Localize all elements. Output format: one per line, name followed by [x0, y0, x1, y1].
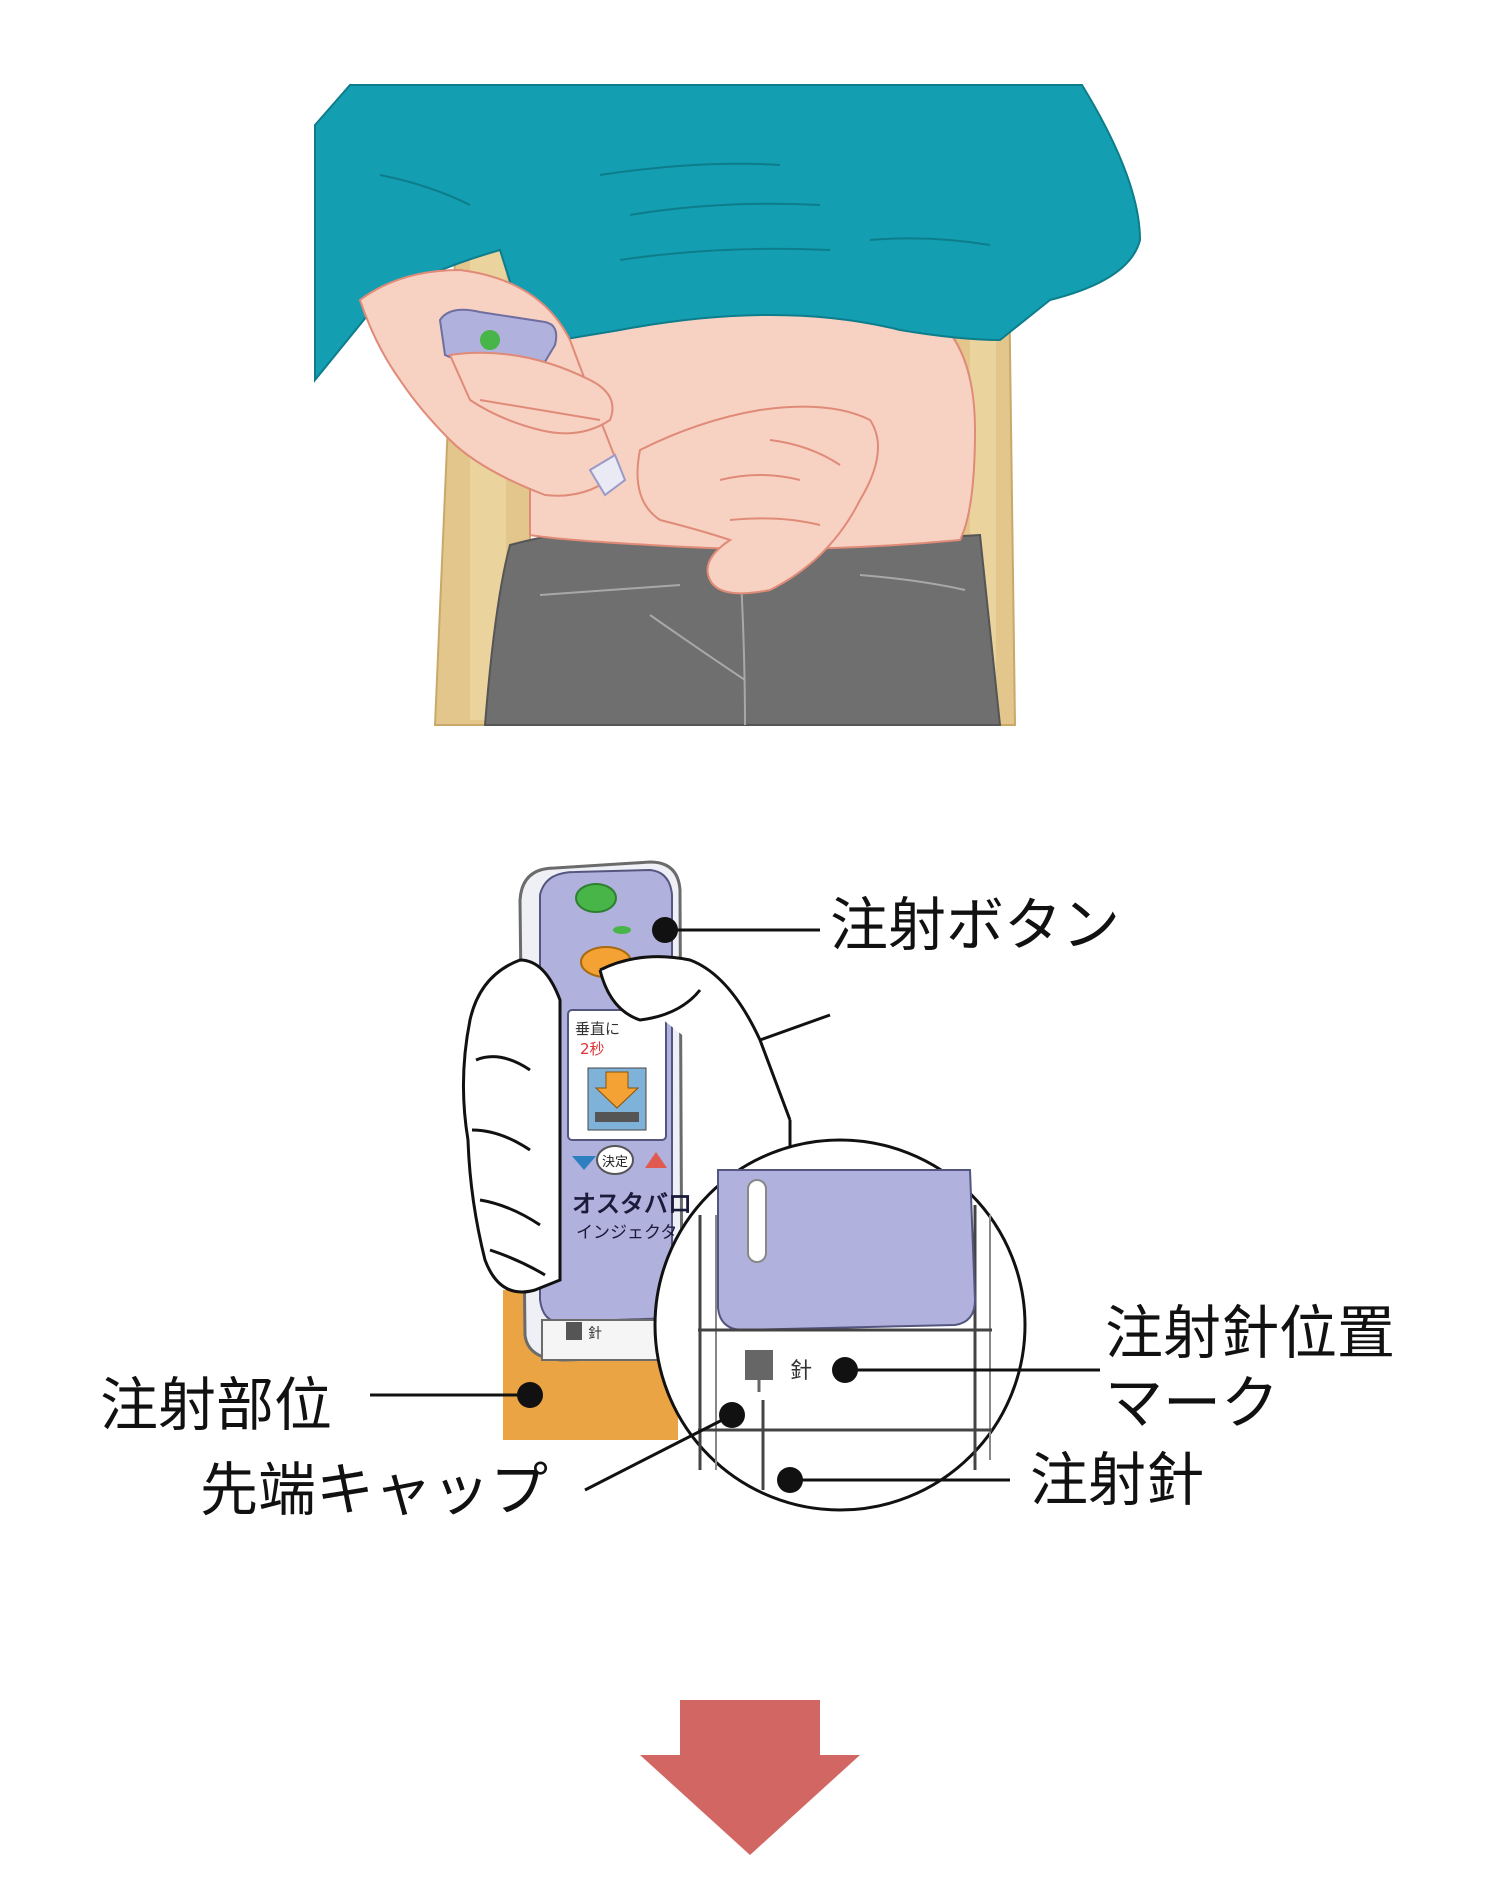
label-needle-mark-line2: マーク	[1105, 1369, 1280, 1437]
label-injection-button: 注射ボタン	[830, 891, 1121, 959]
top-scene	[314, 84, 1142, 726]
label-needle-mark-line1: 注射針位置	[1105, 1299, 1396, 1367]
magnified-view: 針	[653, 1138, 1027, 1512]
needle-mark-icon	[745, 1350, 773, 1380]
label-needle: 注射針	[1030, 1446, 1205, 1514]
down-arrow-icon	[640, 1700, 860, 1855]
needle-mark-small	[566, 1322, 582, 1340]
holding-hand	[461, 955, 831, 1294]
needle-mark-small-label: 針	[588, 1326, 602, 1342]
confirm-key	[596, 1145, 634, 1175]
screen-line1: 垂直に	[575, 1020, 620, 1038]
up-key	[645, 1152, 667, 1168]
leader-lines	[370, 928, 1100, 1492]
label-tip-cap: 先端キャップ	[200, 1456, 549, 1524]
screen-line2: 2秒	[580, 1040, 605, 1058]
green-button-small	[480, 330, 500, 350]
needle-mark-large-label: 針	[790, 1359, 812, 1384]
device-diagram: 垂直に 2秒 決定 オスタバロ インジェクター 針	[370, 860, 1100, 1512]
label-injection-site: 注射部位	[100, 1371, 333, 1439]
confirm-key-label: 決定	[602, 1155, 628, 1170]
device-brand-suffix: インジェクター	[576, 1223, 694, 1243]
down-key	[572, 1156, 596, 1170]
device-brand: オスタバロ	[572, 1190, 692, 1218]
green-top-button	[575, 883, 617, 913]
leader-dots	[517, 917, 858, 1493]
